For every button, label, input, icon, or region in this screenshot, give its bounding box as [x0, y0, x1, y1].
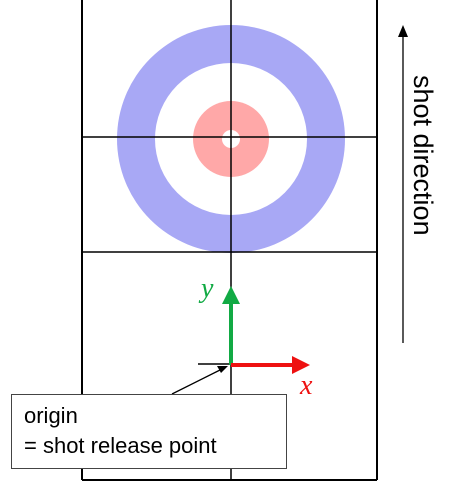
shot-direction-arrowhead-icon	[398, 25, 408, 37]
callout-pointer-arrowhead-icon	[217, 366, 228, 373]
callout-line-origin: origin	[24, 403, 78, 428]
callout-pointer	[171, 368, 223, 395]
shot-direction-label: shot direction	[408, 75, 438, 236]
x-axis-arrowhead-icon	[292, 356, 310, 374]
origin-callout-box: origin = shot release point	[11, 394, 287, 469]
x-axis-label: x	[299, 370, 313, 401]
y-axis-arrowhead-icon	[222, 286, 240, 304]
callout-line-release-point: = shot release point	[24, 433, 217, 458]
y-axis-label: y	[198, 273, 214, 304]
